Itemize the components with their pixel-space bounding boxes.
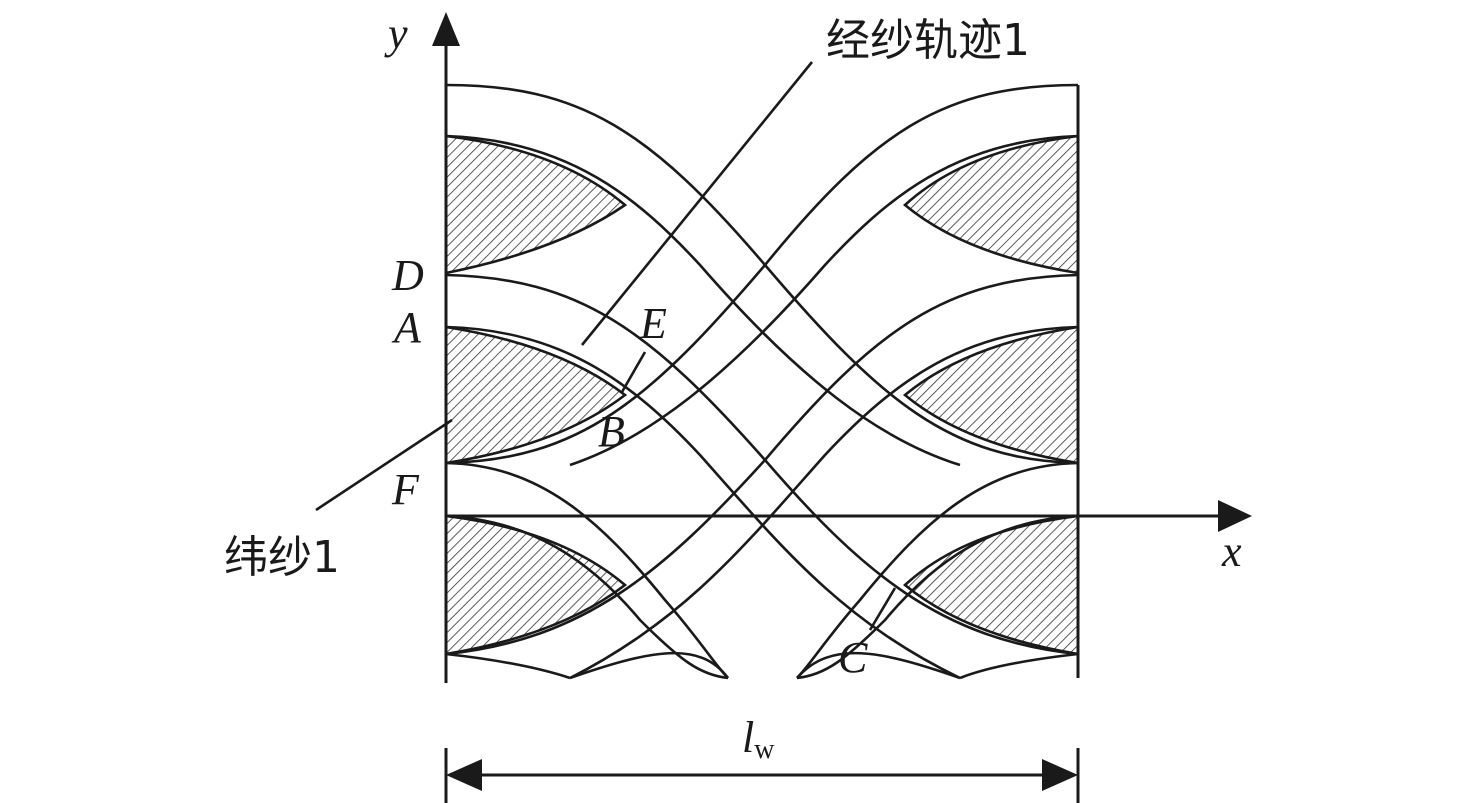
warp-curve xyxy=(445,325,961,680)
weft-cross-sections xyxy=(444,134,1080,656)
leader-warp-track xyxy=(580,61,814,346)
warp-curve xyxy=(445,83,1079,465)
point-label-e: E xyxy=(639,299,667,348)
weft-section-right-top xyxy=(903,134,1080,275)
scallop xyxy=(796,651,961,680)
warp-curve xyxy=(569,134,1079,467)
dimension-arrow-right xyxy=(1042,759,1078,791)
warp-bands-ascending xyxy=(445,83,1079,680)
warp-curve xyxy=(445,273,1079,656)
point-label-f: F xyxy=(391,465,420,514)
leader-c xyxy=(868,587,897,631)
dimension-label-subscript: w xyxy=(754,734,775,765)
scallop xyxy=(445,652,571,680)
bottom-scallops xyxy=(445,651,1079,680)
weft-section-left-top xyxy=(444,134,628,275)
weft-section-right-middle xyxy=(902,325,1080,465)
warp-curve xyxy=(569,325,1079,680)
scallop xyxy=(959,652,1079,680)
weft-section-left-middle xyxy=(444,325,628,465)
y-axis-arrow xyxy=(432,12,460,46)
x-axis-label: x xyxy=(1221,527,1242,576)
leader-e xyxy=(620,351,647,393)
axes: y x xyxy=(384,9,1252,683)
point-label-c: C xyxy=(838,633,868,682)
warp-curve xyxy=(796,514,1079,680)
dimension-label: lw xyxy=(742,713,775,765)
point-label-a: A xyxy=(391,303,422,352)
warp-curve xyxy=(796,461,1079,679)
x-axis-arrow xyxy=(1218,500,1252,532)
leader-weft xyxy=(315,418,453,512)
leader-lines xyxy=(315,61,897,631)
warp-track-annotation: 经纱轨迹1 xyxy=(826,15,1030,66)
width-dimension: lw xyxy=(444,713,1080,803)
warp-curve xyxy=(445,134,961,467)
weft-annotation: 纬纱1 xyxy=(224,532,340,583)
dimension-arrow-left xyxy=(446,759,482,791)
dimension-label-main: l xyxy=(742,713,754,762)
scallop xyxy=(569,651,730,680)
point-label-d: D xyxy=(391,251,424,300)
warp-curve xyxy=(445,461,729,679)
warp-curve xyxy=(445,514,729,680)
y-axis-label: y xyxy=(384,9,408,58)
point-label-b: B xyxy=(598,407,625,456)
point-labels: D A E B F C xyxy=(391,251,868,682)
